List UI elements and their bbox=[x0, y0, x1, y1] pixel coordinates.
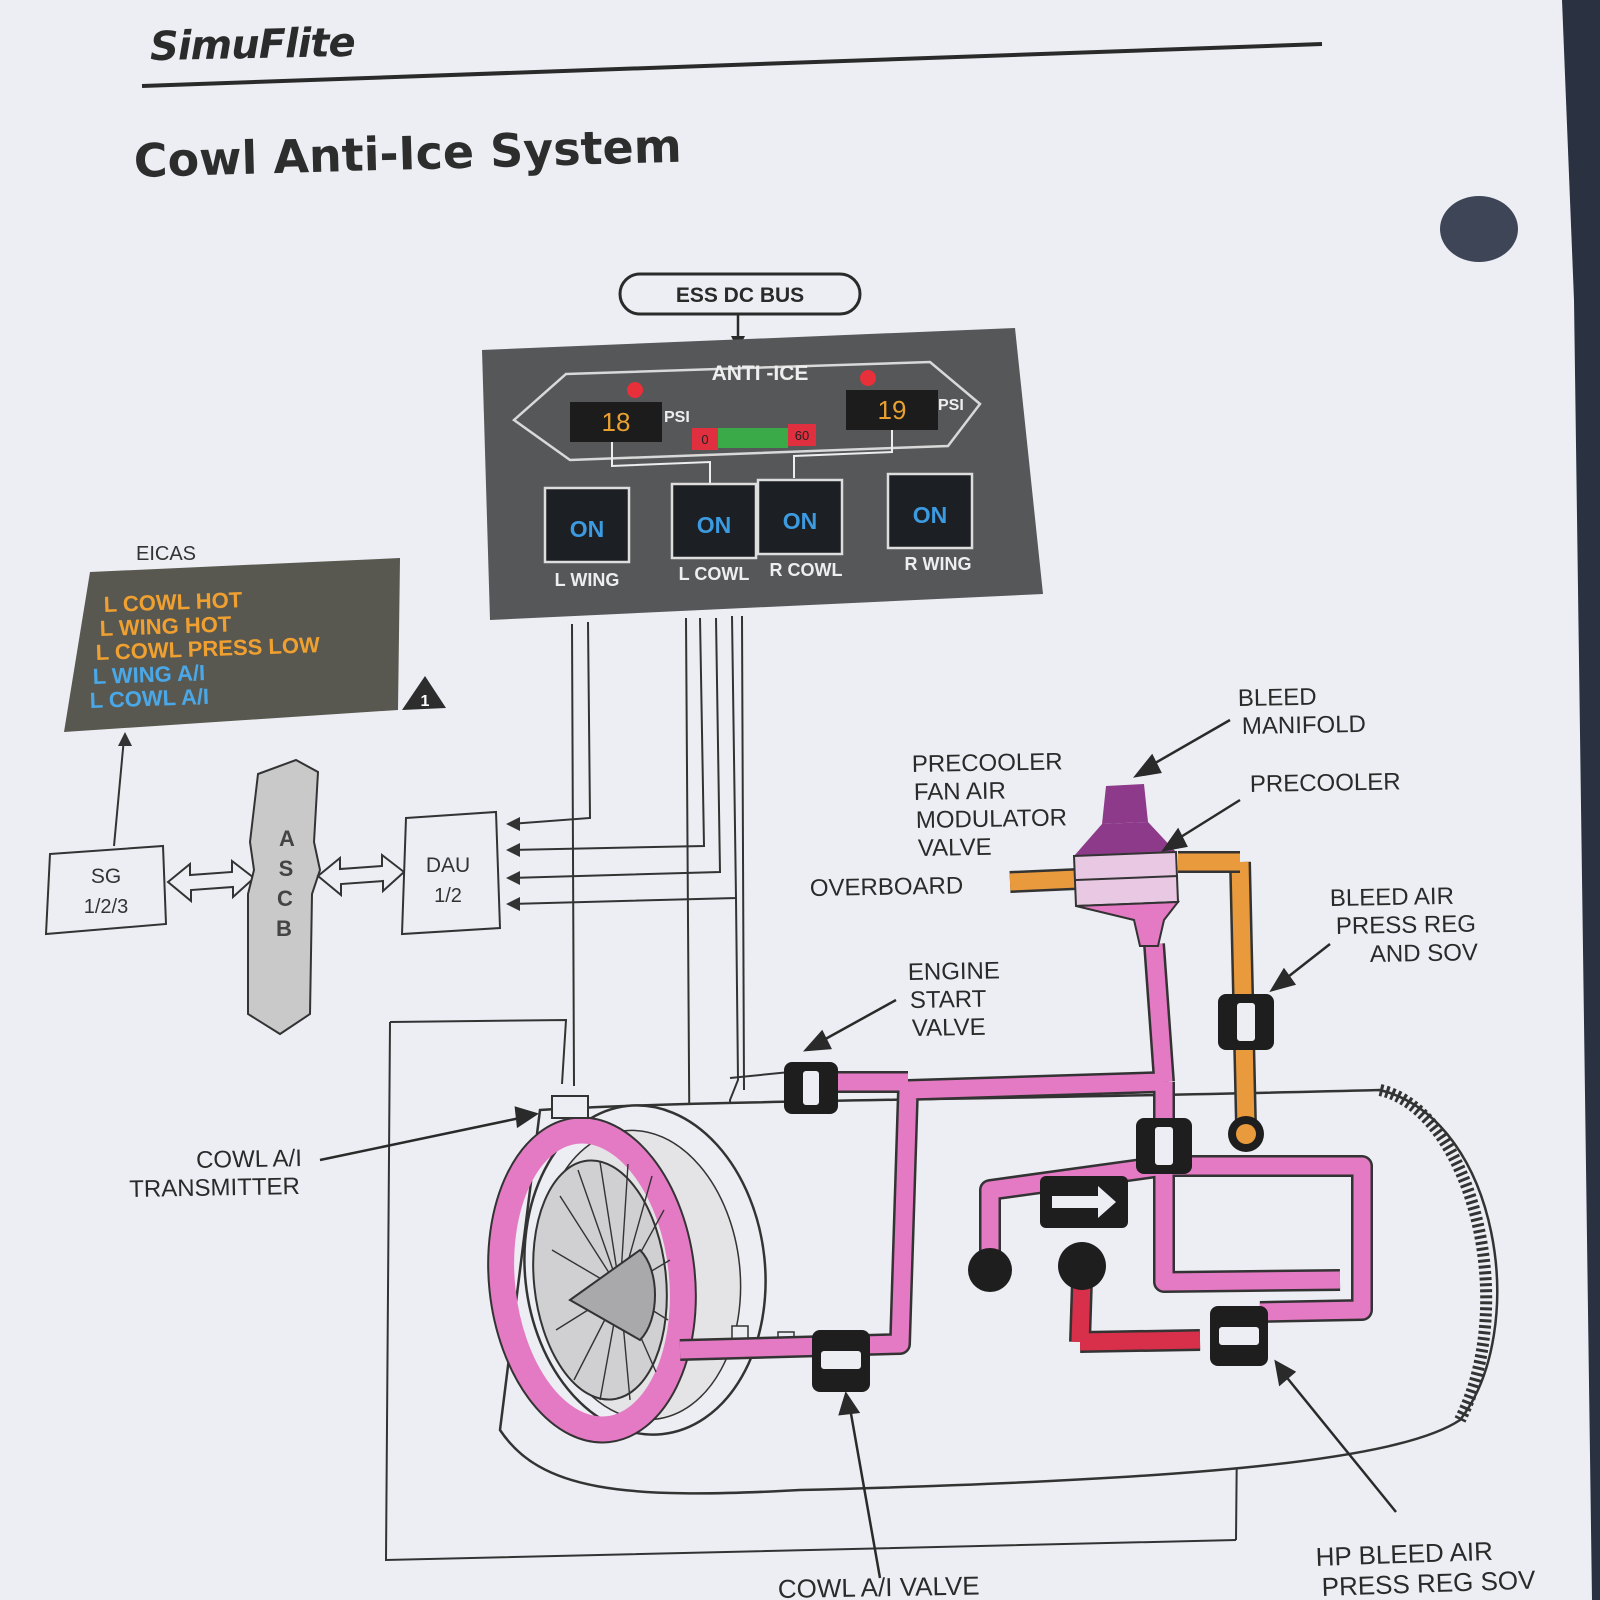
l-cowl-button[interactable] bbox=[670, 482, 758, 560]
right-display-link bbox=[793, 430, 893, 478]
cowl-lip-ring bbox=[488, 1117, 696, 1443]
binder-hole bbox=[1440, 196, 1518, 262]
label-precooler-valve-4: VALVE bbox=[918, 834, 992, 862]
l-cowl-caption: L COWL bbox=[679, 564, 750, 584]
gauge-max-cell bbox=[788, 424, 816, 446]
bus-label: ESS DC BUS bbox=[676, 284, 804, 307]
eicas-message-5: L COWL A/I bbox=[89, 684, 209, 713]
left-status-light bbox=[627, 382, 643, 398]
l-wing-caption: L WING bbox=[555, 570, 620, 590]
precooler-funnel bbox=[1075, 900, 1181, 947]
sg-to-eicas-arrow bbox=[118, 732, 132, 746]
label-bleed-manifold-2: MANIFOLD bbox=[1242, 711, 1366, 740]
sg-to-eicas-line bbox=[113, 737, 125, 847]
cowl-ai-valve bbox=[812, 1330, 870, 1392]
label-bleed-prsov-2: PRESS REG bbox=[1336, 911, 1476, 940]
left-psi-value: 18 bbox=[602, 407, 631, 437]
label-hp-bleed-2: PRESS REG SOV bbox=[1321, 1565, 1536, 1600]
right-psi-unit: PSI bbox=[938, 397, 964, 414]
bus-label-box bbox=[618, 272, 862, 316]
r-wing-button-label: ON bbox=[913, 502, 948, 528]
r-cowl-caption: R COWL bbox=[770, 560, 843, 580]
gauge-max-label: 60 bbox=[795, 428, 809, 443]
label-engine-start-1: ENGINE bbox=[908, 957, 1000, 986]
l-wing-button-label: ON bbox=[570, 516, 605, 542]
valves bbox=[784, 994, 1274, 1392]
avionics-blocks: SG 1/2/3 A S C B DAU 1/2 bbox=[44, 758, 502, 1036]
eicas-display: EICAS L COWL HOT L WING HOT L COWL PRESS… bbox=[64, 543, 446, 847]
brand-logo: SimuFlite bbox=[149, 19, 356, 71]
dau-label-2: 1/2 bbox=[434, 885, 462, 907]
left-psi-display bbox=[570, 402, 662, 442]
right-status-light bbox=[860, 370, 876, 386]
anti-ice-panel: ESS DC BUS ANTI -ICE 18 PSI 19 PSI 0 60 bbox=[482, 272, 1043, 620]
gauge-min-cell bbox=[692, 428, 718, 450]
bleed-ducts bbox=[679, 851, 1373, 1361]
sg-label-1: SG bbox=[91, 865, 121, 888]
engine-nacelle bbox=[487, 1084, 1499, 1495]
label-precooler-valve-1: PRECOOLER bbox=[912, 748, 1063, 778]
cowl-transmitter bbox=[551, 1095, 589, 1119]
right-psi-display bbox=[846, 390, 938, 430]
right-psi-value: 19 bbox=[878, 395, 907, 425]
ascb-letter-a: A bbox=[279, 826, 295, 851]
sg-box bbox=[44, 844, 168, 936]
label-hp-bleed-1: HP BLEED AIR bbox=[1315, 1536, 1493, 1572]
spinner-cone bbox=[568, 1248, 656, 1342]
ascb-letter-b: B bbox=[276, 916, 292, 941]
eicas-title: EICAS bbox=[136, 543, 196, 565]
label-overboard: OVERBOARD bbox=[810, 872, 964, 902]
ascb-bus bbox=[247, 758, 322, 1036]
ascb-letter-c: C bbox=[277, 886, 293, 911]
gauge-green-band bbox=[718, 428, 788, 448]
note-number: 1 bbox=[421, 693, 430, 710]
note-triangle bbox=[402, 676, 446, 710]
ascb-letter-s: S bbox=[279, 856, 294, 881]
header-rule bbox=[141, 42, 1323, 88]
l-wing-button[interactable] bbox=[543, 486, 631, 564]
r-cowl-button[interactable] bbox=[756, 478, 844, 556]
callout-arrows bbox=[319, 718, 1397, 1579]
sg-label-2: 1/2/3 bbox=[84, 896, 128, 918]
l-cowl-button-label: ON bbox=[697, 512, 732, 538]
engine-start-valve bbox=[784, 1062, 838, 1114]
panel-title: ANTI -ICE bbox=[712, 362, 809, 385]
bleed-air-prsov bbox=[1218, 994, 1274, 1050]
bleed-manifold bbox=[1102, 784, 1148, 824]
label-transmitter-2: TRANSMITTER bbox=[129, 1173, 300, 1203]
manifold-flare bbox=[1074, 822, 1176, 856]
left-psi-unit: PSI bbox=[664, 409, 690, 426]
label-precooler: PRECOOLER bbox=[1250, 768, 1401, 798]
left-display-link bbox=[611, 442, 711, 484]
label-bleed-prsov-1: BLEED AIR bbox=[1330, 883, 1455, 912]
eicas-message-1: L COWL HOT bbox=[103, 587, 243, 617]
nacelle-exhaust bbox=[1378, 1084, 1493, 1423]
r-cowl-button-label: ON bbox=[783, 508, 818, 534]
callouts: BLEED MANIFOLD PRECOOLER FAN AIR MODULAT… bbox=[129, 684, 1537, 1600]
eicas-screen bbox=[64, 558, 400, 732]
label-engine-start-3: VALVE bbox=[912, 1014, 986, 1042]
crossflow-valve bbox=[1136, 1118, 1192, 1174]
label-precooler-valve-2: FAN AIR bbox=[914, 777, 1006, 806]
dau-label-1: DAU bbox=[426, 854, 470, 877]
label-bleed-prsov-3: AND SOV bbox=[1370, 939, 1478, 968]
hp-bleed-valve bbox=[1210, 1306, 1268, 1366]
dau-box bbox=[400, 810, 502, 936]
eicas-message-2: L WING HOT bbox=[99, 611, 232, 641]
gauge-min-label: 0 bbox=[701, 432, 708, 447]
eicas-message-4: L WING A/I bbox=[92, 660, 205, 689]
check-valve bbox=[1040, 1176, 1128, 1228]
r-wing-button[interactable] bbox=[886, 472, 974, 550]
label-engine-start-2: START bbox=[910, 986, 987, 1014]
label-transmitter-1: COWL A/I bbox=[196, 1145, 302, 1174]
precooler-assembly bbox=[1072, 784, 1181, 947]
label-precooler-valve-3: MODULATOR bbox=[916, 804, 1068, 834]
label-bleed-manifold-1: BLEED bbox=[1238, 684, 1317, 712]
r-wing-caption: R WING bbox=[905, 554, 972, 574]
duct-ends bbox=[968, 1116, 1264, 1292]
